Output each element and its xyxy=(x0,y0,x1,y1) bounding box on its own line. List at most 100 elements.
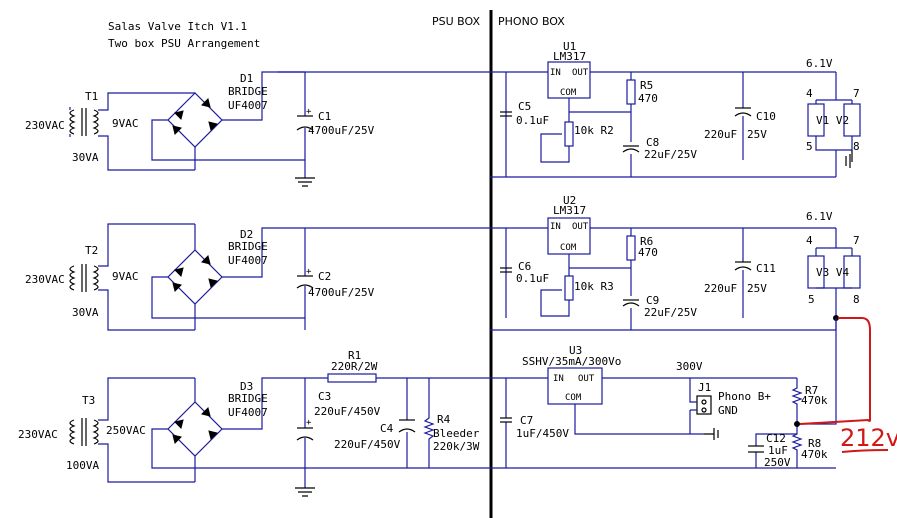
r4-label: R4 xyxy=(437,413,451,426)
t1-va-label: 30VA xyxy=(72,151,99,164)
u1-part: LM317 xyxy=(553,50,586,63)
c3-label: C3 xyxy=(318,390,331,403)
t1-label: T1 xyxy=(85,90,98,103)
d2-part-label: UF4007 xyxy=(228,254,268,267)
row1-pin7: 7 xyxy=(853,87,860,100)
u2-pin-out: OUT xyxy=(572,222,589,232)
c7-value: 1uF/450V xyxy=(516,427,569,440)
d3-part-label: UF4007 xyxy=(228,406,268,419)
c8-label: C8 xyxy=(646,136,659,149)
r8-value: 470k xyxy=(801,448,828,461)
r3-label: 10k R3 xyxy=(574,280,614,293)
row2-pin4: 4 xyxy=(806,234,813,247)
row-1-circuit: 230VAC T1 9VAC 30VA D1 BRIDGE UF4007 + C… xyxy=(25,40,861,187)
j1-label: J1 xyxy=(698,381,711,394)
u2-part: LM317 xyxy=(553,204,586,217)
row1-pin4: 4 xyxy=(806,87,813,100)
c1-label: C1 xyxy=(318,110,331,123)
c12-value-2: 250V xyxy=(764,456,791,469)
r5-label: R5 xyxy=(640,79,653,92)
title-line-1: Salas Valve Itch V1.1 xyxy=(108,20,247,33)
annotation-212v: 212v xyxy=(840,424,897,452)
row-2-circuit: 230VAC T2 9VAC 30VA D2 BRIDGE UF4007 + C… xyxy=(25,194,861,331)
d2-label: D2 xyxy=(240,228,253,241)
d1-bridge-label: BRIDGE xyxy=(228,85,268,98)
c2-value: 4700uF/25V xyxy=(308,286,375,299)
c4-label: C4 xyxy=(380,422,394,435)
c10-value-1: 220uF xyxy=(704,128,737,141)
t3-secondary-label: 250VAC xyxy=(106,424,146,437)
d1-part-label: UF4007 xyxy=(228,99,268,112)
row1-valves: V1 V2 xyxy=(816,114,849,127)
r1-value: 220R/2W xyxy=(331,360,378,373)
u3-pin-out: OUT xyxy=(578,374,595,384)
r4-bleeder: Bleeder xyxy=(433,427,480,440)
t2-va-label: 30VA xyxy=(72,306,99,319)
t3-mains-label: 230VAC xyxy=(18,428,58,441)
c5-value: 0.1uF xyxy=(516,114,549,127)
phono-b-label: Phono B+ xyxy=(718,390,771,403)
c12-value-1: 1uF xyxy=(768,444,788,457)
row1-voltage-label: 6.1V xyxy=(806,57,833,70)
voltage-annotation: 212v xyxy=(799,317,897,453)
u1-pin-in: IN xyxy=(550,68,561,78)
r5-value: 470 xyxy=(638,92,658,105)
r1-label: R1 xyxy=(348,349,361,362)
c10-label: C10 xyxy=(756,110,776,123)
title-line-2: Two box PSU Arrangement xyxy=(108,37,260,50)
u1-pin-com: COM xyxy=(560,88,577,98)
row2-pin5: 5 xyxy=(808,293,815,306)
c2-label: C2 xyxy=(318,270,331,283)
phono-box-label: PHONO BOX xyxy=(498,15,565,28)
r2-label: 10k R2 xyxy=(574,124,614,137)
u1-pin-out: OUT xyxy=(572,68,589,78)
t2-label: T2 xyxy=(85,244,98,257)
row2-voltage-label: 6.1V xyxy=(806,210,833,223)
psu-box-label: PSU BOX xyxy=(432,15,480,28)
row2-valves: V3 V4 xyxy=(816,266,849,279)
row2-pin8: 8 xyxy=(853,293,860,306)
row-3-circuit: 230VAC T3 250VAC 100VA D3 BRIDGE UF4007 … xyxy=(18,318,837,497)
t1-secondary-label: 9VAC xyxy=(112,117,139,130)
svg-text:+: + xyxy=(306,107,312,117)
r7-value: 470k xyxy=(801,394,828,407)
d3-label: D3 xyxy=(240,380,253,393)
row3-voltage-label: 300V xyxy=(676,360,703,373)
c11-value-1: 220uF xyxy=(704,282,737,295)
u3-pin-in: IN xyxy=(553,374,564,384)
r8-label: R8 xyxy=(808,437,821,450)
t1-mains-label: 230VAC xyxy=(25,119,65,132)
c12-label: C12 xyxy=(766,432,786,445)
d2-bridge-label: BRIDGE xyxy=(228,240,268,253)
u2-pin-com: COM xyxy=(560,243,577,253)
t3-label: T3 xyxy=(82,394,95,407)
c7-label: C7 xyxy=(520,414,533,427)
c6-label: C6 xyxy=(518,260,531,273)
r6-label: R6 xyxy=(640,235,653,248)
row1-pin5: 5 xyxy=(806,140,813,153)
c3-value: 220uF/450V xyxy=(314,405,381,418)
r6-value: 470 xyxy=(638,246,658,259)
c6-value: 0.1uF xyxy=(516,272,549,285)
c11-label: C11 xyxy=(756,262,776,275)
r4-value: 220k/3W xyxy=(433,440,480,453)
c9-label: C9 xyxy=(646,294,659,307)
u2-pin-in: IN xyxy=(550,222,561,232)
u3-pin-com: COM xyxy=(565,393,582,403)
c5-label: C5 xyxy=(518,100,531,113)
c1-value: 4700uF/25V xyxy=(308,124,375,137)
d3-bridge-label: BRIDGE xyxy=(228,392,268,405)
r7-label: R7 xyxy=(805,384,818,397)
c9-value: 22uF/25V xyxy=(644,306,697,319)
c10-value-2: 25V xyxy=(747,128,767,141)
phono-gnd-label: GND xyxy=(718,404,738,417)
u3-label: U3 xyxy=(569,344,582,357)
row1-pin8: 8 xyxy=(853,140,860,153)
u1-label: U1 xyxy=(563,40,576,53)
u3-part: SSHV/35mA/300Vo xyxy=(522,355,621,368)
t2-secondary-label: 9VAC xyxy=(112,270,139,283)
d1-label: D1 xyxy=(240,72,253,85)
c8-value: 22uF/25V xyxy=(644,148,697,161)
t3-va-label: 100VA xyxy=(66,459,99,472)
